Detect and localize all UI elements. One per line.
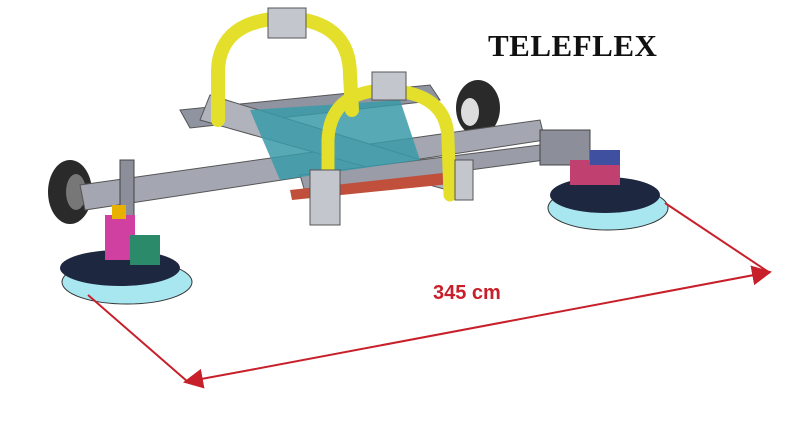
- dimension-line: [87, 202, 772, 389]
- right-wheel: [456, 80, 500, 136]
- dimension-label: 345 cm: [433, 282, 501, 304]
- left-wheel: [48, 160, 92, 224]
- brackets: [267, 7, 474, 226]
- right-cutting-disc: [547, 150, 669, 231]
- frame: [79, 84, 591, 221]
- left-cutting-disc: [60, 205, 193, 305]
- brand-title: TELEFLEX: [488, 28, 658, 63]
